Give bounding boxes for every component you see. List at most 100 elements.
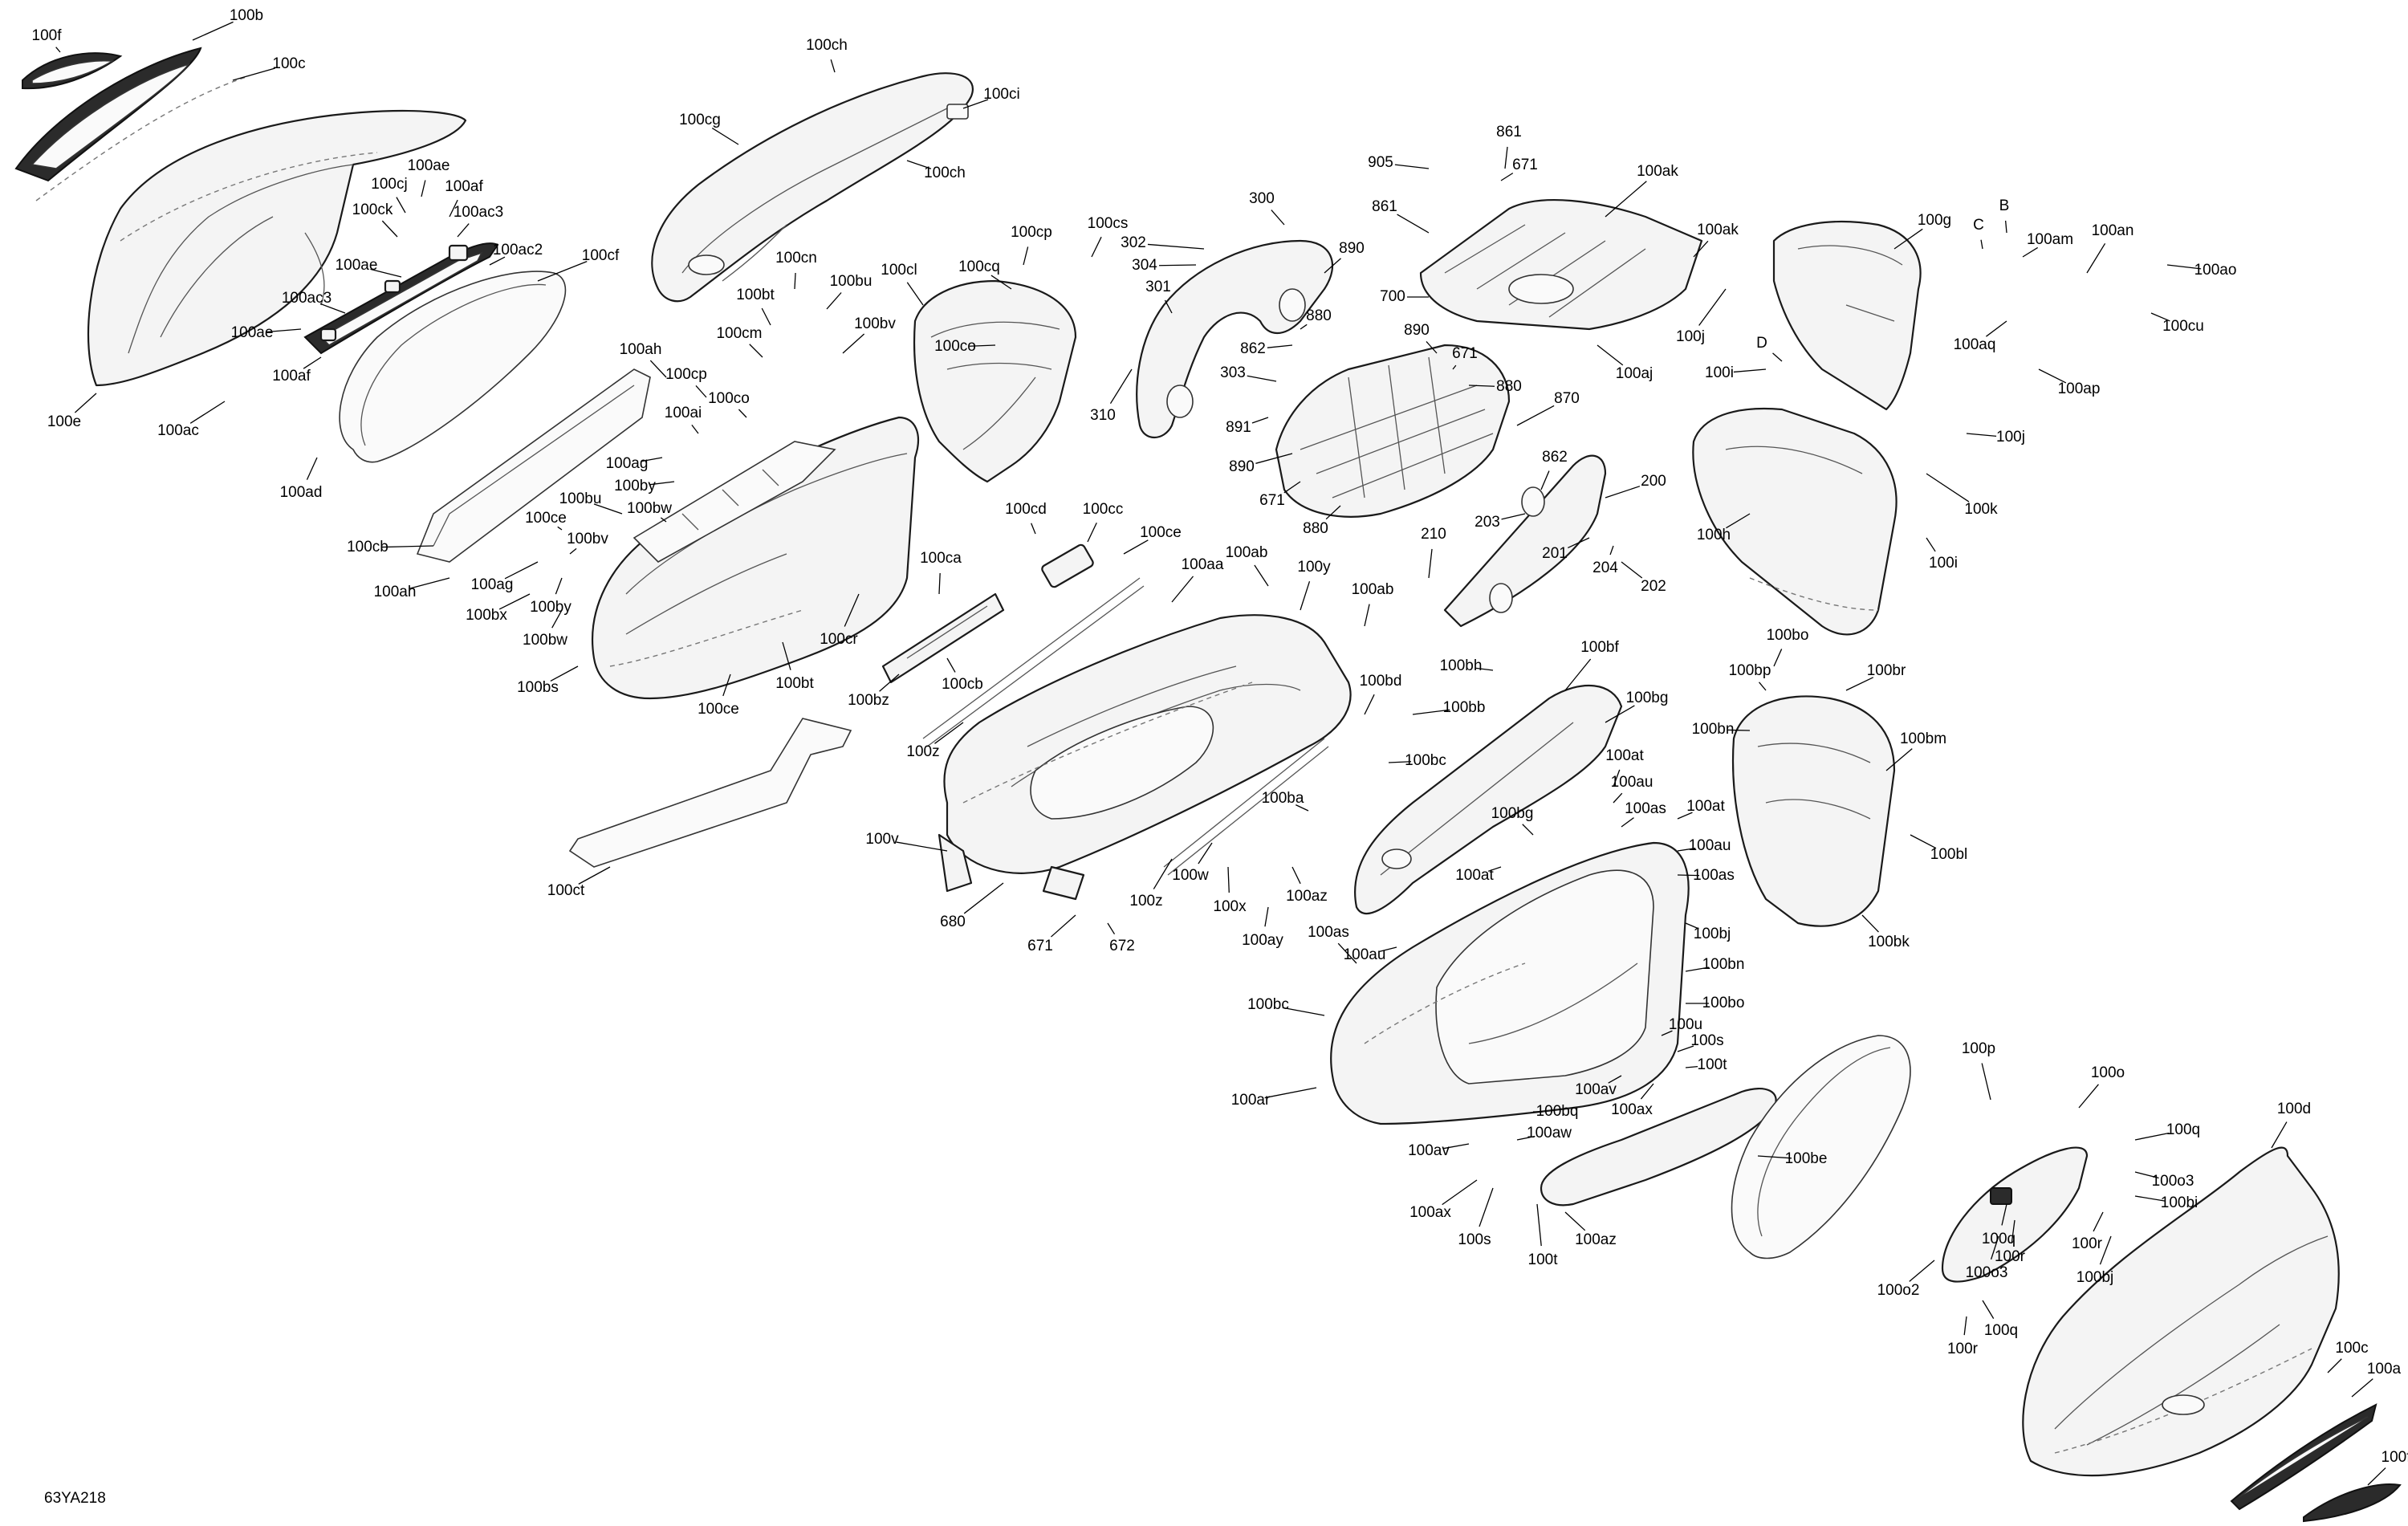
callout-leader-100by <box>555 577 563 595</box>
callout-leader-100ak <box>1605 181 1647 218</box>
callout-label-100ce: 100ce <box>525 510 567 527</box>
callout-leader-100as <box>1621 817 1634 828</box>
callout-leader-100ad <box>306 457 318 480</box>
part-100g-bracket <box>1772 220 1922 411</box>
callout-leader-100bo <box>1773 649 1783 667</box>
callout-leader-100bl <box>1910 834 1937 849</box>
callout-label-100c: 100c <box>272 55 305 72</box>
callout-leader-100ac <box>189 401 226 424</box>
callout-leader-100ax <box>1640 1083 1654 1100</box>
callout-leader-100cr <box>844 593 860 627</box>
callout-label-204: 204 <box>1592 560 1618 576</box>
callout-leader-100ct <box>578 866 611 885</box>
callout-label-672: 672 <box>1109 938 1135 954</box>
callout-leader-100au <box>1613 792 1623 804</box>
callout-label-100i: 100i <box>1705 364 1734 381</box>
callout-label-100ac2: 100ac2 <box>493 242 543 258</box>
callout-leader-890 <box>1255 453 1293 464</box>
callout-label-100cm: 100cm <box>716 325 762 342</box>
callout-label-100by: 100by <box>614 478 656 494</box>
callout-leader-100at <box>1613 769 1621 787</box>
callout-leader-100av <box>1442 1143 1470 1150</box>
callout-leader-100i <box>1733 368 1767 373</box>
callout-label-210: 210 <box>1421 526 1446 543</box>
callout-label-D: D <box>1756 335 1767 352</box>
callout-label-201: 201 <box>1542 545 1568 562</box>
callout-leader-100ax <box>1442 1179 1478 1206</box>
callout-leader-100bw <box>551 609 563 629</box>
callout-label-100z: 100z <box>906 743 939 760</box>
callout-label-100cd: 100cd <box>1005 501 1047 518</box>
callout-leader-100bx <box>498 593 531 610</box>
callout-label-100bz: 100bz <box>848 692 889 709</box>
callout-leader-100bg <box>1522 824 1534 836</box>
callout-leader-302 <box>1147 243 1205 250</box>
callout-label-100ae: 100ae <box>336 257 378 274</box>
figure-reference-code: 63YA218 <box>44 1490 106 1507</box>
part-100ar-body <box>1330 841 1690 1125</box>
callout-leader-100cg <box>711 127 739 145</box>
callout-label-100bu: 100bu <box>830 273 872 290</box>
callout-leader-100ag <box>504 561 539 580</box>
callout-label-100ac3: 100ac3 <box>282 290 332 307</box>
callout-label-100bn: 100bn <box>1692 721 1735 738</box>
callout-leader-100bu <box>593 503 623 515</box>
callout-label-100ag: 100ag <box>471 576 514 593</box>
callout-leader-100w <box>1198 842 1213 865</box>
callout-label-301: 301 <box>1145 279 1171 295</box>
callout-label-862: 862 <box>1542 449 1568 466</box>
callout-leader-100ch <box>830 59 836 73</box>
callout-leader-100ab <box>1364 604 1370 627</box>
callout-label-100bi: 100bi <box>2161 1194 2199 1211</box>
callout-leader-100c <box>232 67 275 81</box>
callout-label-100bj: 100bj <box>2076 1269 2114 1286</box>
callout-label-100ab: 100ab <box>1226 544 1268 561</box>
callout-leader-100r <box>2093 1211 2104 1232</box>
callout-leader-100au <box>1378 946 1397 953</box>
callout-label-100ba: 100ba <box>1262 790 1304 807</box>
callout-label-100bk: 100bk <box>1868 934 1910 950</box>
callout-label-880: 880 <box>1306 307 1332 324</box>
callout-label-100co: 100co <box>934 338 976 355</box>
callout-leader-210 <box>1428 548 1433 579</box>
callout-label-100af: 100af <box>272 368 311 385</box>
callout-label-100co: 100co <box>708 390 750 407</box>
callout-label-100cl: 100cl <box>881 262 917 279</box>
callout-leader-D <box>1772 352 1783 362</box>
callout-label-671: 671 <box>1512 157 1538 173</box>
callout-leader-100bk <box>1861 914 1879 933</box>
callout-label-100ae: 100ae <box>231 324 274 341</box>
callout-leader-100by <box>649 481 675 486</box>
callout-label-100x: 100x <box>1213 898 1247 915</box>
callout-label-100af: 100af <box>445 178 483 195</box>
callout-label-862: 862 <box>1240 340 1266 357</box>
callout-label-100cc: 100cc <box>1083 501 1124 518</box>
callout-label-100be: 100be <box>1785 1150 1828 1167</box>
callout-label-100at: 100at <box>1455 867 1494 884</box>
callout-leader-862 <box>1540 470 1550 490</box>
callout-leader-100cp <box>695 385 707 398</box>
callout-leader-862 <box>1267 344 1293 348</box>
callout-leader-100ca <box>938 572 941 595</box>
callout-label-100ah: 100ah <box>374 584 417 600</box>
callout-leader-100z <box>1153 858 1173 889</box>
callout-label-100s: 100s <box>1458 1231 1491 1248</box>
callout-label-880: 880 <box>1303 520 1328 537</box>
callout-leader-100bs <box>550 665 579 682</box>
callout-leader-100j <box>1966 433 1997 437</box>
callout-leader-880 <box>1300 324 1308 330</box>
callout-leader-100o2 <box>1909 1259 1935 1282</box>
callout-leader-100bv <box>842 333 865 354</box>
callout-label-100bm: 100bm <box>1900 730 1946 747</box>
part-100bk-cover <box>1731 695 1896 927</box>
callout-label-100r: 100r <box>1947 1341 1979 1357</box>
callout-label-100e: 100e <box>47 413 81 430</box>
part-870-bracket <box>1275 344 1511 518</box>
callout-leader-100o <box>2078 1084 2099 1109</box>
callout-leader-100ba <box>1296 804 1309 812</box>
callout-leader-100p <box>1981 1063 1991 1101</box>
callout-label-100j: 100j <box>1676 328 1705 345</box>
part-300-handle <box>1136 239 1334 438</box>
callout-label-100g: 100g <box>1918 212 1951 229</box>
callout-leader-100at <box>1487 866 1502 872</box>
